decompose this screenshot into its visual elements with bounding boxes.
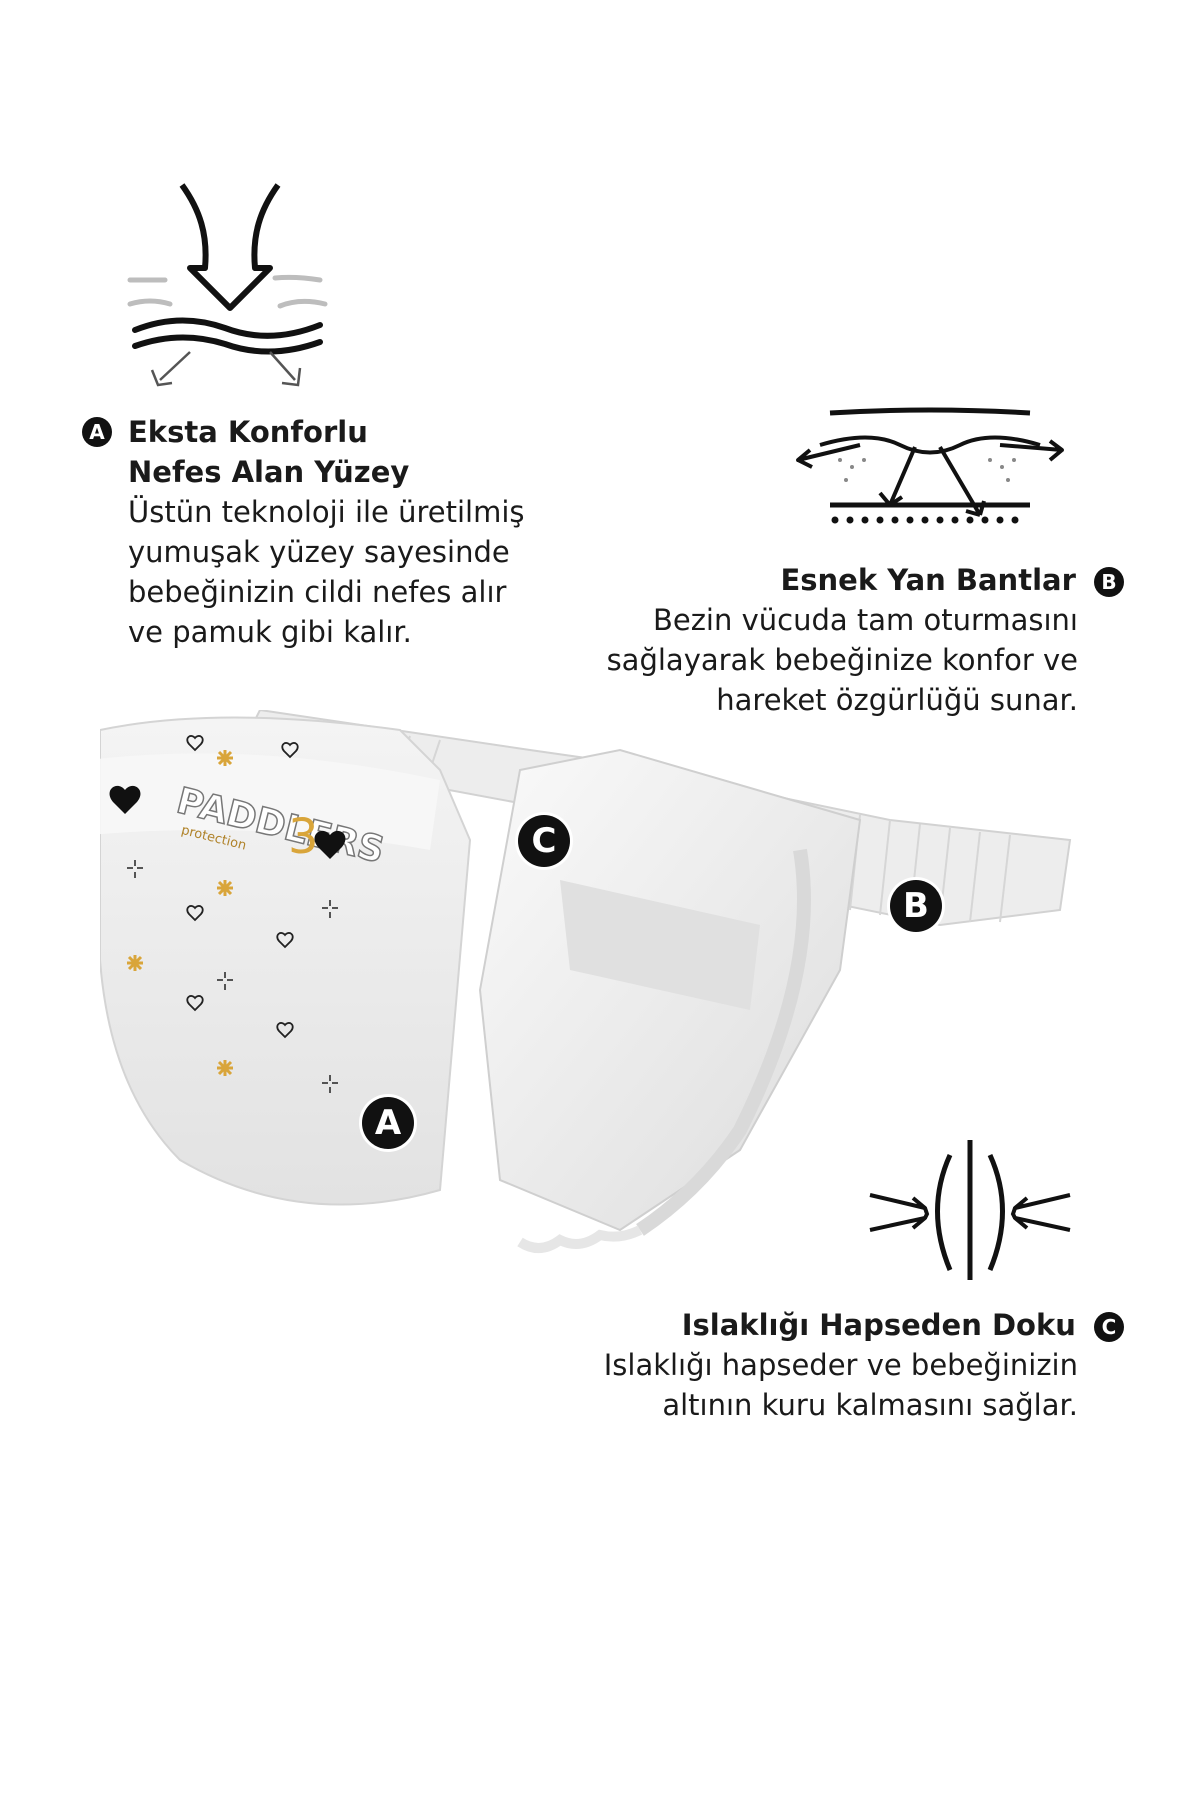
moisture-lock-icon: [865, 1140, 1075, 1280]
breathable-surface-icon: [120, 180, 340, 400]
badge-a: A: [82, 417, 112, 447]
feature-b-desc-line3: hareket özgürlüğü sunar.: [716, 683, 1078, 717]
feature-c-title: Islaklığı Hapseden Doku: [681, 1308, 1076, 1342]
feature-c-title-row: Islaklığı Hapseden Doku C: [484, 1305, 1124, 1345]
feature-a-desc-line4: ve pamuk gibi kalır.: [128, 615, 412, 649]
feature-c-desc-line1: Islaklığı hapseder ve bebeğinizin: [603, 1348, 1078, 1382]
marker-b: B: [890, 880, 942, 932]
feature-b-desc-line1: Bezin vücuda tam oturmasını: [652, 603, 1078, 637]
feature-a: A Eksta Konforlu Nefes Alan Yüzey Üstün …: [82, 412, 602, 652]
size-number: 3: [288, 809, 319, 865]
marker-c: C: [518, 815, 570, 867]
marker-a: A: [362, 1097, 414, 1149]
feature-b-desc-line2: sağlayarak bebeğinize konfor ve: [606, 643, 1078, 677]
badge-b: B: [1094, 567, 1124, 597]
feature-b-title: Esnek Yan Bantlar: [780, 563, 1076, 597]
badge-c: C: [1094, 1312, 1124, 1342]
elastic-side-bands-icon: [790, 405, 1070, 545]
diaper-illustration: PADDLERS protection 3 C B: [100, 710, 1080, 1290]
feature-a-desc-line1: Üstün teknoloji ile üretilmiş: [128, 495, 525, 529]
feature-b: Esnek Yan Bantlar B Bezin vücuda tam otu…: [564, 560, 1124, 720]
feature-a-desc-line2: yumuşak yüzey sayesinde: [128, 535, 510, 569]
feature-a-title-line1: Eksta Konforlu: [128, 415, 368, 449]
feature-c-desc-line2: altının kuru kalmasını sağlar.: [662, 1388, 1078, 1422]
feature-b-title-row: Esnek Yan Bantlar B: [564, 560, 1124, 600]
feature-a-title-line2: Nefes Alan Yüzey: [128, 455, 410, 489]
feature-a-desc-line3: bebeğinizin cildi nefes alır: [128, 575, 507, 609]
feature-c: Islaklığı Hapseden Doku C Islaklığı haps…: [484, 1305, 1124, 1425]
